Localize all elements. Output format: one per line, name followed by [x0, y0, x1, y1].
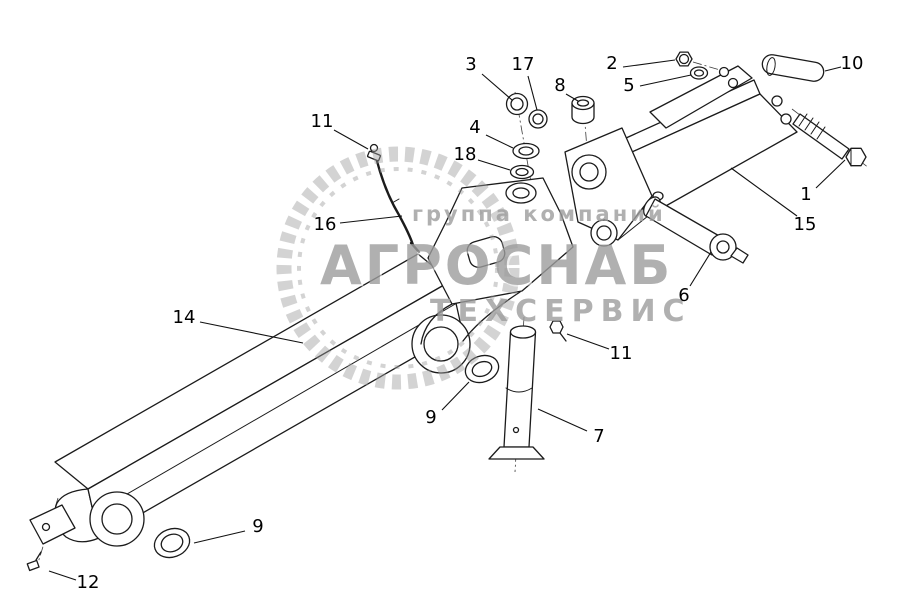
callout-9-15: 9 — [425, 407, 437, 428]
leader-line-11-6 — [333, 129, 369, 150]
leader-line-12-18 — [48, 570, 77, 581]
watermark-wreath — [276, 146, 520, 390]
leader-line-5-3 — [639, 74, 692, 87]
callout-17-1: 17 — [511, 54, 535, 75]
callout-10-5: 10 — [840, 53, 864, 74]
leader-line-11-14 — [566, 333, 610, 350]
leader-line-9-15 — [441, 381, 470, 411]
cap-8 — [571, 95, 595, 125]
pin-6 — [643, 196, 749, 264]
fitting-12 — [26, 551, 42, 572]
callout-9-17: 9 — [252, 516, 264, 537]
lower-link-beam — [29, 253, 471, 547]
leader-lines — [48, 59, 846, 581]
washer-18 — [509, 164, 535, 180]
washer-5 — [689, 66, 709, 80]
bushing-9-upper — [464, 354, 500, 384]
leader-line-15-11 — [730, 167, 798, 217]
leader-line-2-2 — [622, 59, 676, 68]
leader-line-17-1 — [527, 75, 538, 111]
callout-16-10: 16 — [313, 214, 337, 235]
callout-7-16: 7 — [593, 426, 605, 447]
support-bracket — [427, 177, 574, 342]
callout-5-3: 5 — [623, 75, 635, 96]
pin-10 — [761, 54, 825, 82]
leader-line-6-12 — [689, 251, 712, 287]
callout-12-18: 12 — [76, 572, 100, 593]
leader-line-9-17 — [193, 530, 246, 544]
callout-1-9: 1 — [800, 184, 812, 205]
leader-line-14-13 — [199, 321, 304, 344]
leader-line-1-9 — [815, 159, 846, 189]
leader-line-4-7 — [485, 134, 514, 149]
callout-15-11: 15 — [793, 214, 817, 235]
leader-line-3-0 — [481, 73, 513, 101]
washer-3 — [505, 92, 529, 116]
callout-14-13: 14 — [172, 307, 196, 328]
callout-2-2: 2 — [606, 53, 618, 74]
clevis-assembly — [564, 65, 798, 247]
nut-2 — [675, 51, 693, 67]
grease-line-16 — [366, 143, 421, 254]
callout-11-6: 11 — [310, 111, 334, 132]
leader-line-7-16 — [537, 408, 588, 432]
callout-3-0: 3 — [465, 54, 477, 75]
leader-line-8-4 — [565, 93, 579, 102]
leader-line-16-10 — [339, 215, 403, 224]
pin-7 — [488, 325, 545, 460]
washer-4 — [512, 142, 540, 160]
leader-line-10-5 — [824, 66, 842, 72]
callout-11-14: 11 — [609, 343, 633, 364]
bushing-9-lower — [153, 527, 191, 559]
bolt-11 — [549, 320, 567, 342]
leader-line-18-8 — [477, 159, 511, 171]
callout-6-12: 6 — [678, 285, 690, 306]
callout-8-4: 8 — [554, 75, 566, 96]
callout-18-8: 18 — [453, 144, 477, 165]
washer-17 — [528, 109, 548, 129]
bolt-1 — [792, 113, 867, 167]
callout-4-7: 4 — [469, 117, 481, 138]
